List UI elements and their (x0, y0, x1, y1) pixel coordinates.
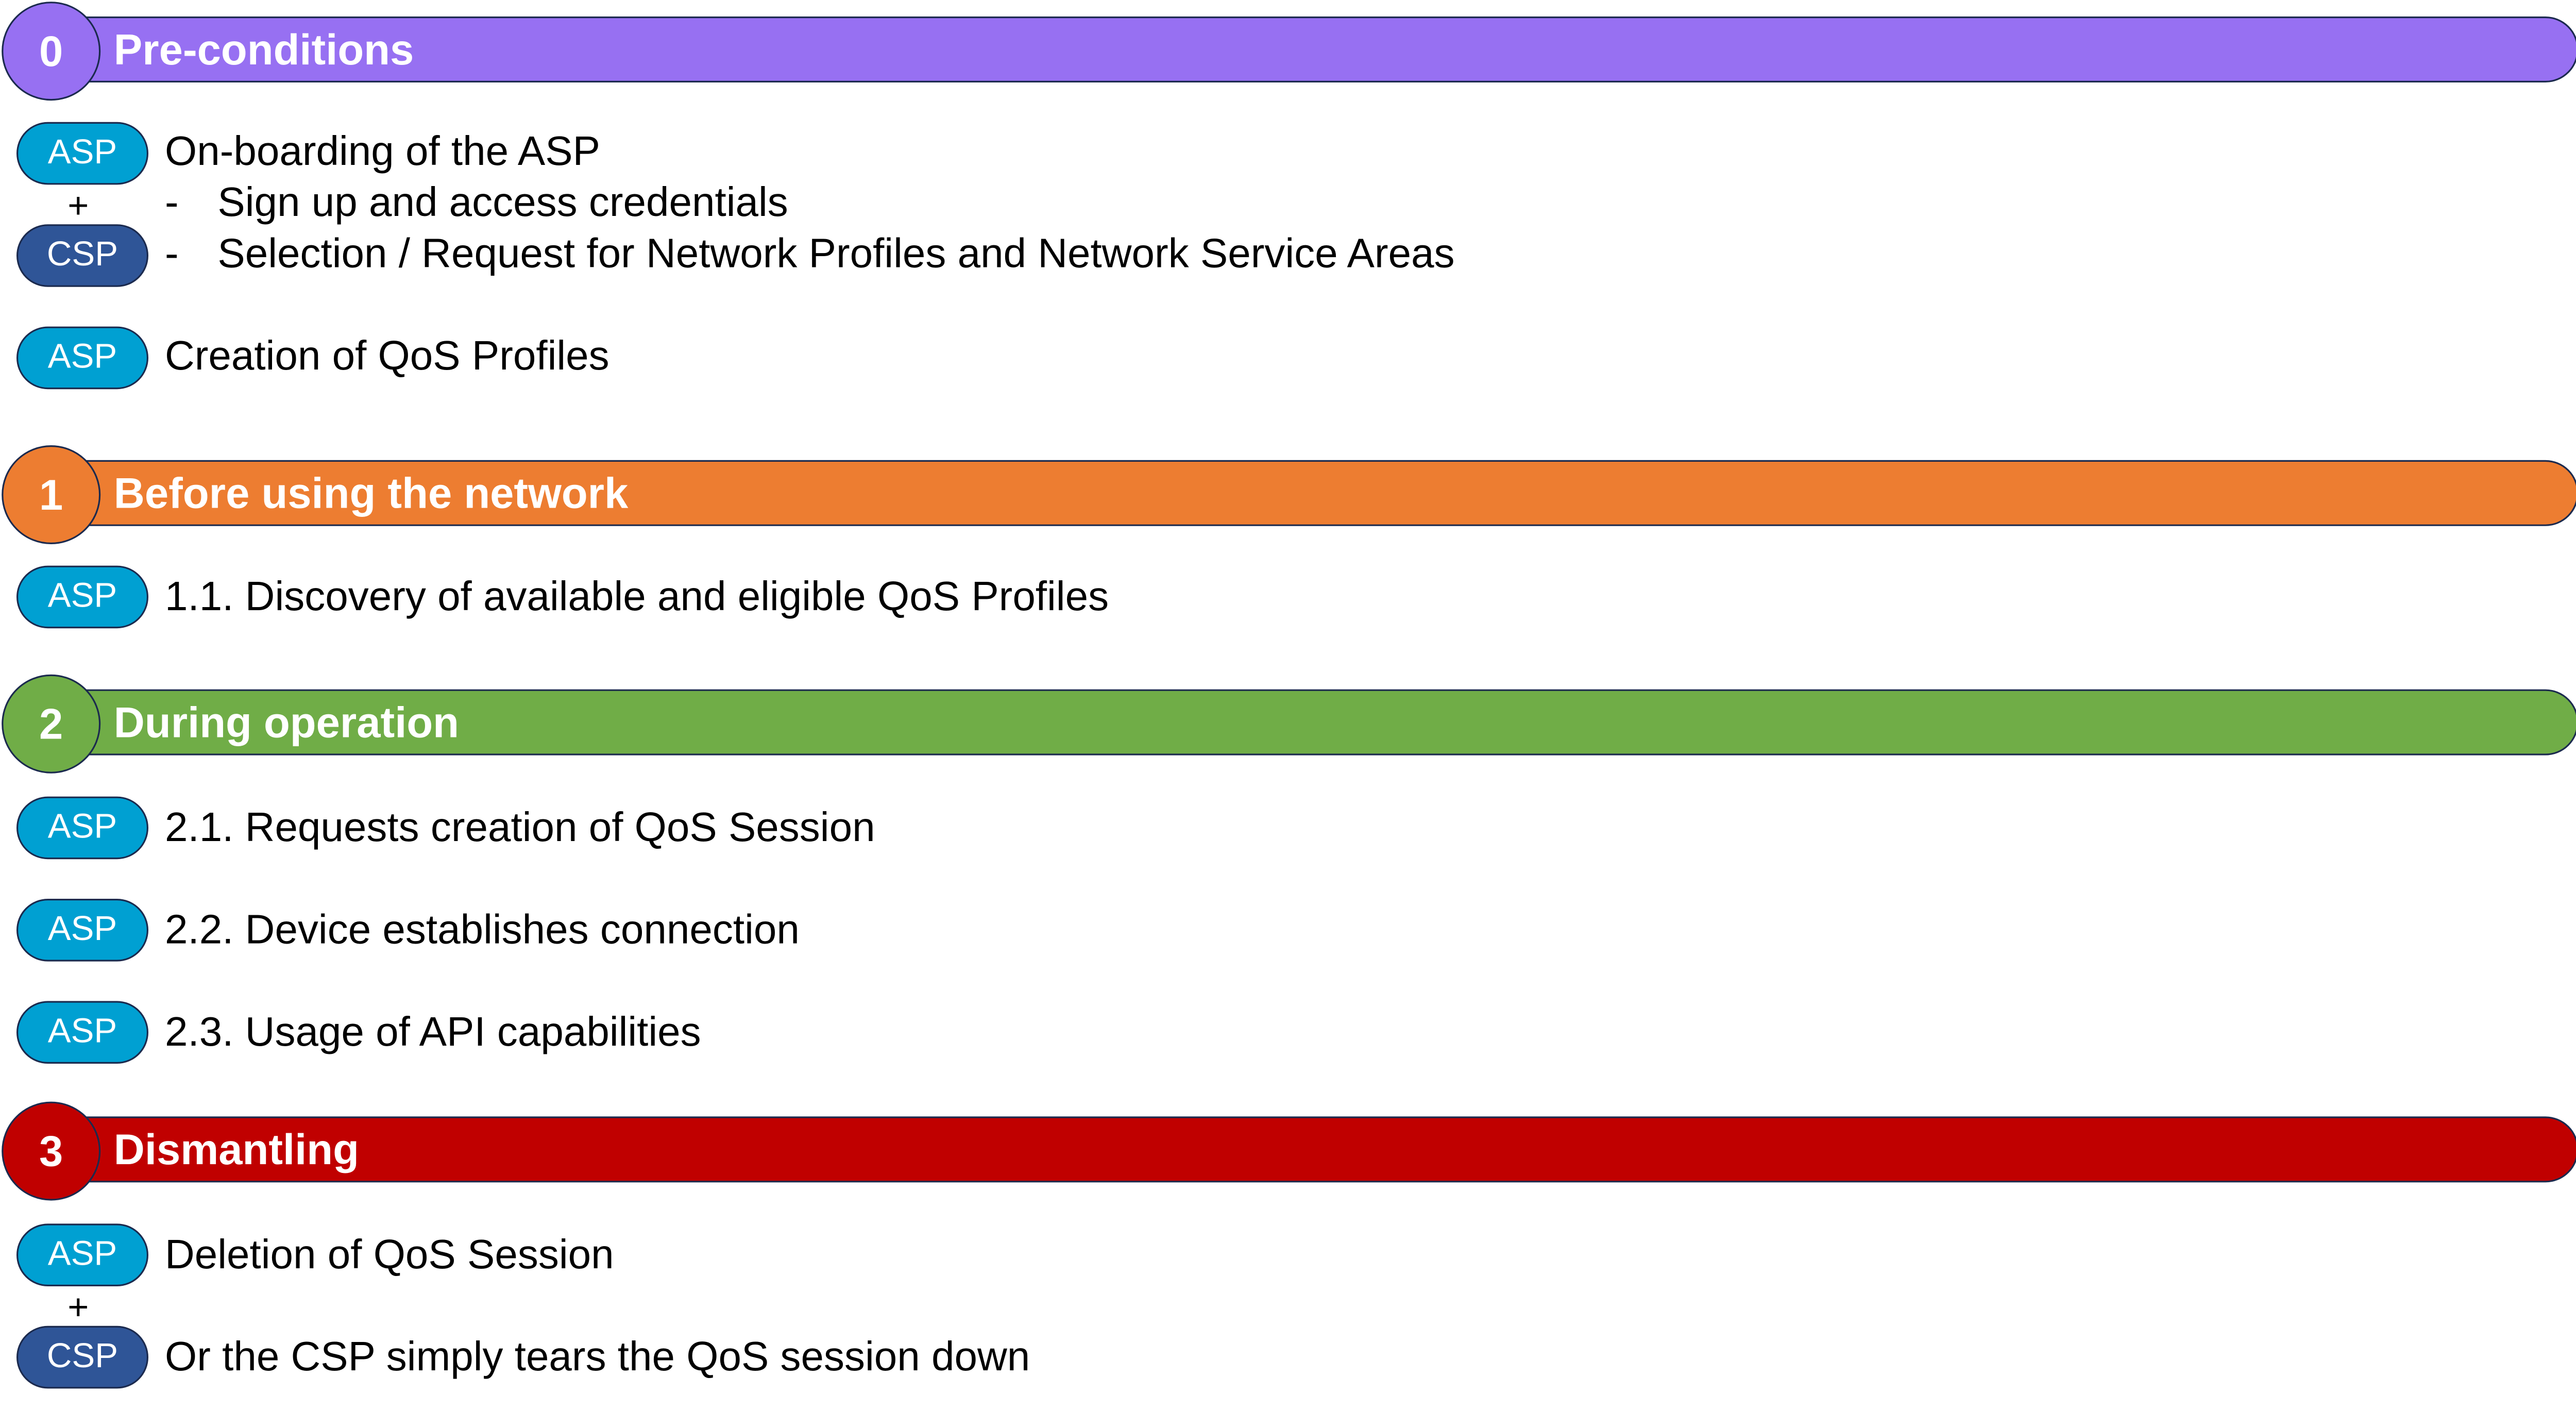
step-qos-profiles: Creation of QoS Profiles (165, 333, 609, 379)
asp-badge: ASP (16, 796, 148, 860)
bullet-dash: - (165, 179, 179, 226)
asp-badge: ASP (16, 1223, 148, 1286)
phase-1-number: 1 (2, 445, 101, 544)
sub-text: Selection / Request for Network Profiles… (217, 231, 1455, 277)
phase-2-bar (49, 689, 2576, 756)
step-onboarding-sub-1: -Sign up and access credentials (165, 178, 788, 228)
step-onboarding-sub-2: -Selection / Request for Network Profile… (165, 229, 1455, 279)
asp-badge: ASP (16, 326, 148, 390)
csp-badge: CSP (16, 224, 148, 287)
phase-0-title: Pre-conditions (113, 25, 414, 74)
asp-badge: ASP (16, 122, 148, 185)
asp-badge: ASP (16, 899, 148, 962)
phase-3-title: Dismantling (113, 1124, 359, 1174)
phase-2-number: 2 (2, 674, 101, 774)
phase-1-bar (49, 460, 2576, 526)
phase-0-bar (49, 16, 2576, 82)
asp-badge: ASP (16, 565, 148, 629)
bullet-dash: - (165, 231, 179, 277)
step-1-1: 1.1. Discovery of available and eligible… (165, 574, 1109, 620)
step-onboarding: On-boarding of the ASP (165, 128, 600, 175)
phase-3-bar (49, 1116, 2576, 1183)
phase-2-title: During operation (113, 697, 460, 747)
phase-3-number: 3 (2, 1101, 101, 1201)
step-deletion: Deletion of QoS Session (165, 1232, 614, 1278)
step-2-2: 2.2. Device establishes connection (165, 907, 800, 953)
csp-badge: CSP (16, 1325, 148, 1389)
phase-1-title: Before using the network (113, 468, 629, 518)
step-2-1: 2.1. Requests creation of QoS Session (165, 804, 875, 851)
step-teardown: Or the CSP simply tears the QoS session … (165, 1334, 1030, 1381)
asp-badge: ASP (16, 1001, 148, 1064)
plus-sign: + (67, 1286, 89, 1328)
plus-sign: + (67, 184, 89, 226)
sub-text: Sign up and access credentials (217, 179, 788, 226)
step-2-3: 2.3. Usage of API capabilities (165, 1009, 701, 1055)
phase-0-number: 0 (2, 2, 101, 101)
